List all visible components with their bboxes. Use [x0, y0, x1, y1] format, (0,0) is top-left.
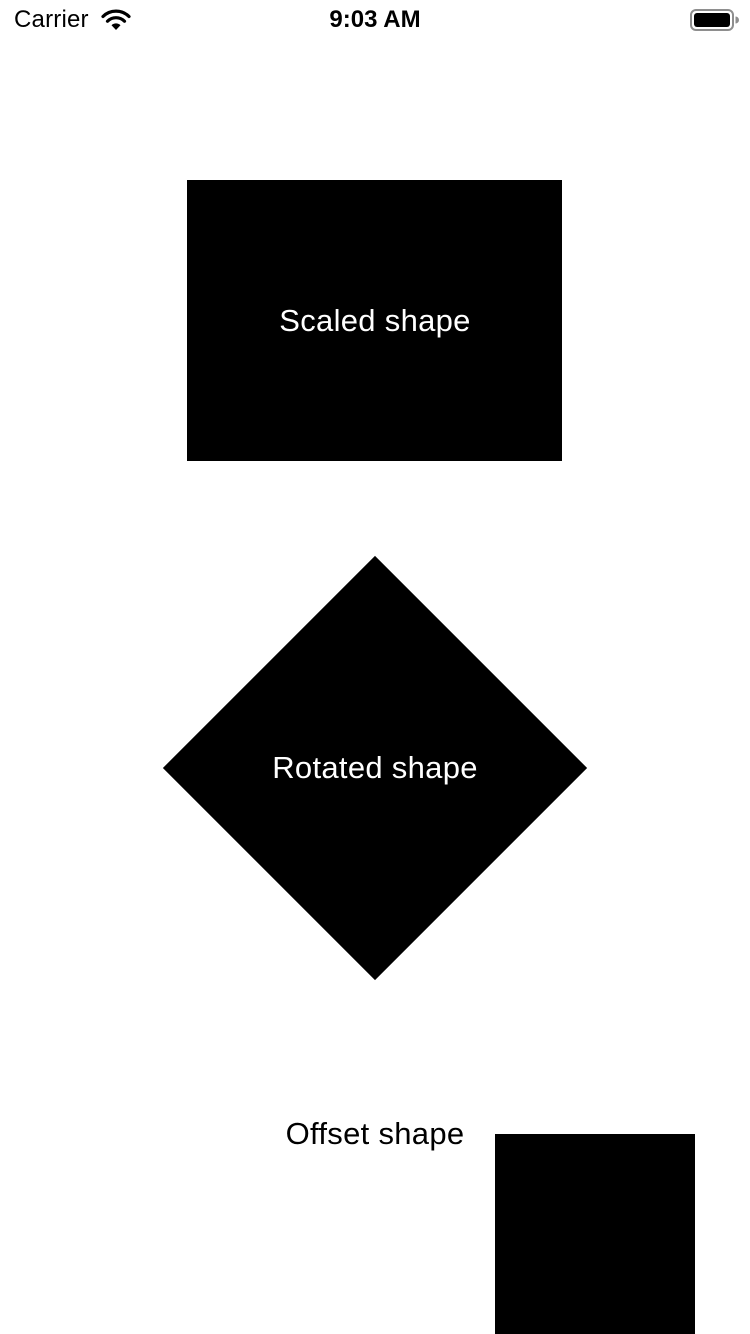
scaled-shape-label: Scaled shape [279, 303, 471, 338]
scaled-shape [187, 180, 562, 461]
carrier-label: Carrier [14, 6, 89, 33]
rotated-shape-label: Rotated shape [272, 750, 478, 785]
battery-icon [690, 9, 740, 31]
status-time: 9:03 AM [329, 6, 421, 33]
offset-shape-label: Offset shape [285, 1116, 465, 1151]
offset-shape [495, 1134, 695, 1334]
wifi-icon [100, 8, 132, 32]
status-bar: Carrier 9:03 AM [0, 0, 750, 40]
